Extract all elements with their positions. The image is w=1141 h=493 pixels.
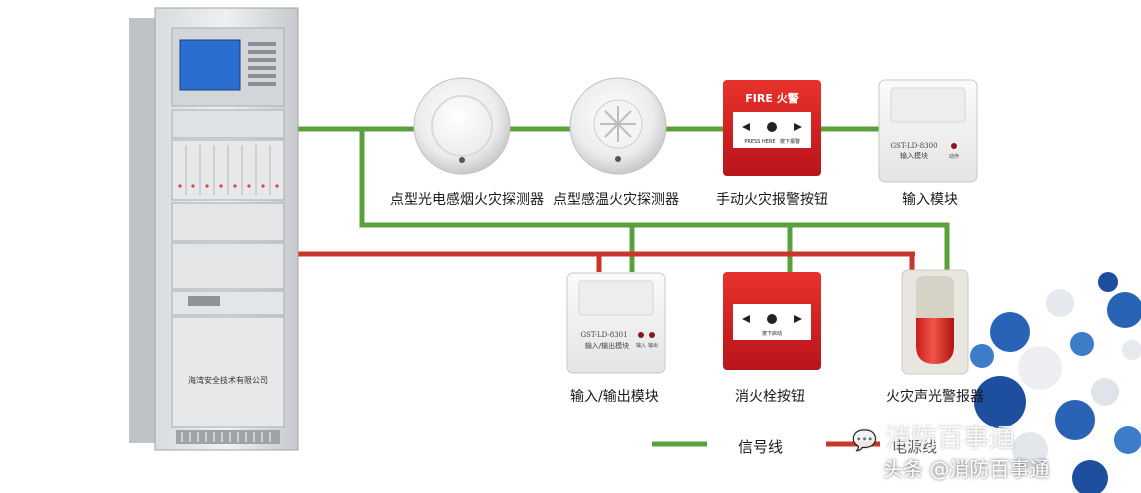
input-module-model: GST-LD-8300	[890, 142, 937, 150]
label-smoke-detector: 点型光电感烟火灾探测器	[390, 192, 544, 208]
legend-signal-label: 信号线	[738, 438, 784, 456]
io-module-name: 输入/输出模块	[585, 341, 629, 350]
io-module-led-output: 输出	[648, 342, 658, 349]
lcd-screen	[179, 39, 241, 91]
decorative-globes	[970, 272, 1141, 493]
input-module-led-label: 动作	[949, 153, 959, 160]
io-module-model: GST-LD-8301	[580, 331, 627, 339]
watermark-source: 头条 @消防百事通	[883, 457, 1050, 481]
hydrant-button: 按下启动	[723, 272, 821, 370]
label-io-module: 输入/输出模块	[570, 389, 659, 405]
label-heat-detector: 点型感温火灾探测器	[553, 192, 679, 208]
watermark-account: 💬 消防百事通	[852, 418, 1015, 455]
input-module: GST-LD-8300 输入模块 动作	[878, 79, 978, 183]
smoke-detector	[413, 77, 511, 175]
label-input-module: 输入模块	[902, 192, 958, 208]
io-module: GST-LD-8301 输入/输出模块 输入 输出	[566, 272, 666, 374]
io-module-led-input: 输入	[636, 342, 646, 349]
heat-detector	[569, 77, 667, 175]
legend-power-label: 电源线	[892, 438, 938, 456]
power-bus	[298, 251, 915, 272]
manual-call-point: FIRE 火警 PRESS HERE 按下报警	[723, 80, 821, 176]
mcp-press-cn: 按下报警	[780, 138, 800, 145]
sounder-strobe	[901, 269, 969, 375]
signal-line-loop	[359, 129, 950, 272]
label-hydrant-button: 消火栓按钮	[735, 389, 805, 405]
label-manual-call-point: 手动火灾报警按钮	[716, 192, 828, 208]
label-sounder-strobe: 火灾声光警报器	[886, 389, 984, 405]
watermark-account-text: 消防百事通	[885, 424, 1016, 454]
wechat-icon: 💬	[852, 428, 877, 452]
panel-company-name: 海湾安全技术有限公司	[188, 375, 268, 385]
mcp-press-here: PRESS HERE	[744, 139, 775, 145]
input-module-name: 输入模块	[900, 151, 928, 160]
fire-alarm-control-panel: 海湾安全技术有限公司	[129, 7, 299, 451]
hydrant-press-cn: 按下启动	[762, 330, 782, 337]
mcp-fire-label: FIRE 火警	[745, 91, 798, 105]
